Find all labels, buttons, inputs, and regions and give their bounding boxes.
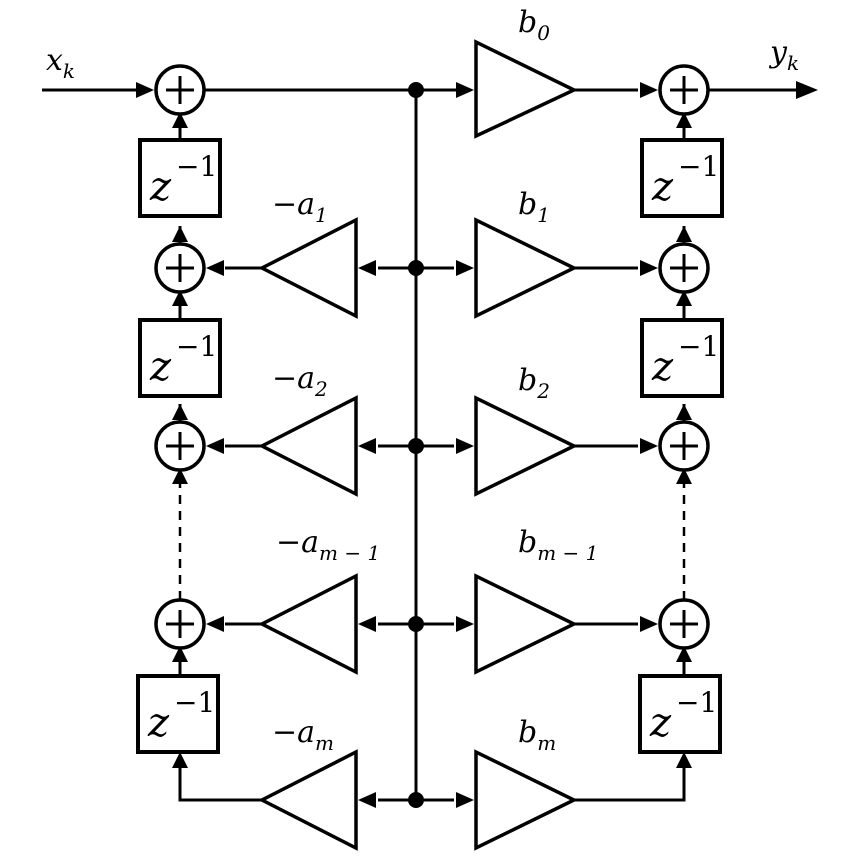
- adder-left-1: [154, 242, 206, 294]
- arrowheads: [136, 81, 818, 808]
- delay-right-2: z −1: [640, 318, 724, 398]
- junction-dot-4: [408, 792, 424, 808]
- gain-bm1: [474, 573, 578, 675]
- junction-dot-0: [408, 82, 424, 98]
- adder-left-3: [154, 598, 206, 650]
- input-label: xk: [46, 43, 75, 83]
- left-adders: [154, 64, 206, 650]
- svg-text:−1: −1: [678, 150, 719, 183]
- svg-text:−1: −1: [676, 686, 717, 719]
- junction-dot-2: [408, 438, 424, 454]
- label-am: −am: [272, 715, 334, 755]
- svg-text:−1: −1: [174, 686, 215, 719]
- gain-b0: [474, 39, 579, 139]
- delay-right-1: z −1: [640, 138, 724, 218]
- adder-right-1: [658, 242, 710, 294]
- label-bm: bm: [518, 715, 556, 755]
- svg-text:−1: −1: [678, 330, 719, 363]
- svg-text:z: z: [651, 344, 674, 390]
- delay-left-3: z −1: [136, 674, 220, 754]
- svg-text:z: z: [649, 700, 672, 746]
- svg-text:−1: −1: [176, 330, 217, 363]
- label-a1: −a1: [272, 187, 328, 227]
- svg-text:z: z: [147, 700, 170, 746]
- svg-text:−1: −1: [176, 150, 217, 183]
- adder-right-2: [658, 420, 710, 472]
- label-b2: b2: [518, 363, 550, 403]
- gain-am: [258, 749, 358, 851]
- bm-out-wire: [574, 756, 686, 802]
- junction-dot-1: [408, 260, 424, 276]
- svg-text:z: z: [149, 164, 172, 210]
- delay-left-2: z −1: [138, 318, 222, 398]
- label-am1: −am − 1: [276, 525, 380, 565]
- am-out-wire: [178, 768, 262, 802]
- adder-left-2: [154, 420, 206, 472]
- junction-dot-3: [408, 616, 424, 632]
- label-b0: b0: [518, 5, 550, 45]
- right-adders: [658, 64, 710, 650]
- label-b1: b1: [518, 187, 550, 227]
- gain-am1: [258, 573, 358, 675]
- svg-text:z: z: [651, 164, 674, 210]
- svg-text:z: z: [149, 344, 172, 390]
- delay-left-1: z −1: [138, 138, 222, 218]
- output-label: yk: [768, 35, 799, 75]
- gain-b1: [474, 217, 578, 319]
- gain-a1: [258, 217, 358, 319]
- gain-bm: [474, 749, 578, 851]
- adder-right-0: [658, 64, 710, 116]
- adder-right-3: [658, 598, 710, 650]
- label-bm1: bm − 1: [518, 525, 598, 565]
- adder-left-0: [154, 64, 206, 116]
- delay-right-3: z −1: [638, 674, 722, 754]
- gain-b2: [474, 395, 578, 497]
- label-a2: −a2: [272, 361, 328, 401]
- gain-a2: [258, 395, 358, 497]
